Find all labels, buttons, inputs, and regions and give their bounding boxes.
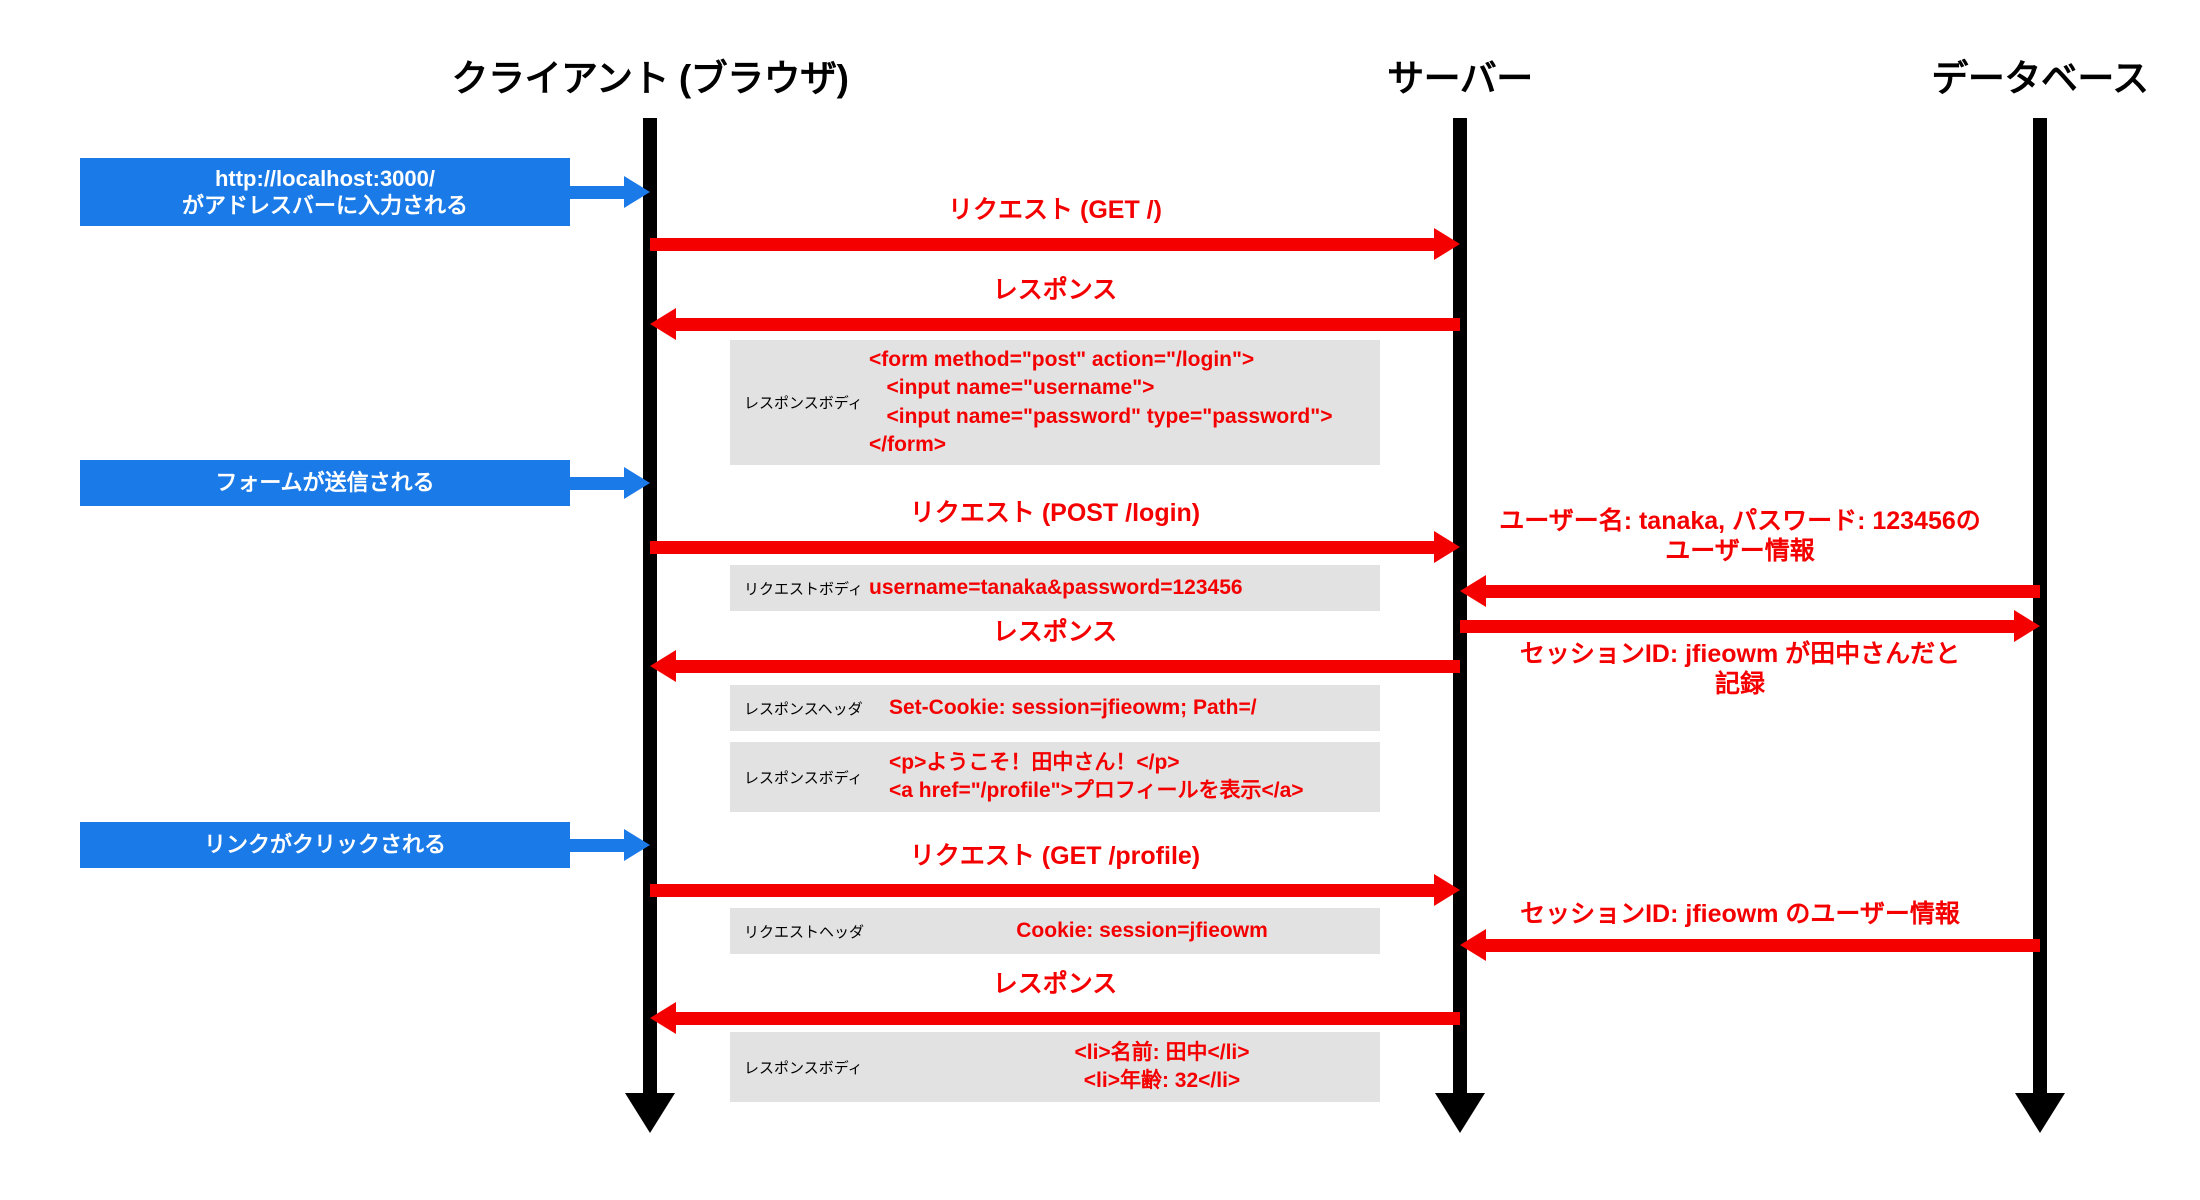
message-shaft <box>650 884 1436 897</box>
message-label-response-profile: レスポンス <box>992 970 1118 998</box>
note-body: username=tanaka&password=123456 <box>869 575 1243 599</box>
message-request-get-root <box>650 228 1460 260</box>
lifeline-database <box>2033 118 2047 1093</box>
message-db-store-session <box>1460 610 2040 642</box>
message-shaft <box>674 318 1460 331</box>
note-body: <li>名前: 田中</li> <li>年齢: 32</li> <box>1074 1040 1250 1092</box>
arrowhead-icon <box>650 308 676 340</box>
action-arrow-form-submitted <box>570 467 650 499</box>
message-label-response-root: レスポンス <box>992 276 1118 304</box>
note-title: リクエストボディ <box>744 580 863 598</box>
message-shaft <box>1460 620 2016 633</box>
note-response-header-setcookie: レスポンスヘッダ Set-Cookie: session=jfieowm; Pat… <box>730 685 1380 731</box>
message-db-query-user <box>1460 575 2040 607</box>
note-response-body-form: レスポンスボディ <form method="post" action="/log… <box>730 340 1380 465</box>
note-response-body-profile: レスポンスボディ <li>名前: 田中</li> <li>年齢: 32</li> <box>730 1032 1380 1102</box>
message-shaft <box>650 541 1436 554</box>
message-label-request-get-root: リクエスト (GET /) <box>948 196 1162 224</box>
action-arrow-address-bar-entry <box>570 176 650 208</box>
action-box-label: リンクがクリックされる <box>203 832 446 858</box>
message-label-request-post-login: リクエスト (POST /login) <box>909 499 1201 527</box>
message-label-db-store-session: セッションID: jfieowm が田中さんだと記録 <box>1519 640 1961 698</box>
arrowhead-icon <box>2014 610 2040 642</box>
action-box-label: http://localhost:3000/ がアドレスバーに入力される <box>181 165 468 219</box>
note-title: レスポンスボディ <box>744 395 863 412</box>
note-request-header-cookie: リクエストヘッダ Cookie: session=jfieowm <box>730 908 1380 954</box>
note-title: リクエストヘッダ <box>744 923 865 941</box>
arrowhead-icon <box>1434 531 1460 563</box>
note-title: レスポンスヘッダ <box>744 700 863 718</box>
message-shaft <box>1484 585 2040 598</box>
action-arrow-shaft <box>570 186 626 199</box>
actor-label-database: データベース <box>1931 58 2149 99</box>
message-label-db-session-lookup: セッションID: jfieowm のユーザー情報 <box>1520 900 1960 928</box>
arrowhead-icon <box>1434 228 1460 260</box>
lifeline-arrowhead-client <box>625 1093 675 1133</box>
message-response-login <box>650 650 1460 682</box>
actor-label-server: サーバー <box>1387 58 1533 99</box>
lifeline-arrowhead-database <box>2015 1093 2065 1133</box>
message-request-get-profile <box>650 874 1460 906</box>
message-response-root <box>650 308 1460 340</box>
note-title: レスポンスボディ <box>744 1059 863 1077</box>
note-body: Cookie: session=jfieowm <box>1016 918 1268 942</box>
arrowhead-icon <box>624 467 650 499</box>
action-box-address-bar-entry[interactable]: http://localhost:3000/ がアドレスバーに入力される <box>80 158 570 226</box>
action-arrow-link-clicked <box>570 829 650 861</box>
arrowhead-icon <box>1460 929 1486 961</box>
message-label-request-get-profile: リクエスト (GET /profile) <box>909 842 1201 870</box>
arrowhead-icon <box>624 176 650 208</box>
arrowhead-icon <box>624 829 650 861</box>
lifeline-client <box>643 118 657 1093</box>
message-shaft <box>674 1012 1460 1025</box>
arrowhead-icon <box>1434 874 1460 906</box>
action-box-link-clicked[interactable]: リンクがクリックされる <box>80 822 570 868</box>
message-db-session-lookup <box>1460 929 2040 961</box>
action-box-form-submitted[interactable]: フォームが送信される <box>80 460 570 506</box>
message-shaft <box>1484 939 2040 952</box>
actor-label-client: クライアント (ブラウザ) <box>451 58 849 99</box>
note-request-body-login: リクエストボディ username=tanaka&password=123456 <box>730 565 1380 611</box>
note-body: <form method="post" action="/login"> <in… <box>869 347 1333 456</box>
message-response-profile <box>650 1002 1460 1034</box>
message-label-db-query-user: ユーザー名: tanaka, パスワード: 123456の ユーザー情報 <box>1499 507 1981 565</box>
note-title: レスポンスボディ <box>744 769 863 787</box>
lifeline-arrowhead-server <box>1435 1093 1485 1133</box>
action-arrow-shaft <box>570 839 626 852</box>
action-arrow-shaft <box>570 477 626 490</box>
arrowhead-icon <box>1460 575 1486 607</box>
arrowhead-icon <box>650 650 676 682</box>
note-response-body-welcome: レスポンスボディ <p>ようこそ！田中さん！</p> <a href="/prof… <box>730 742 1380 812</box>
arrowhead-icon <box>650 1002 676 1034</box>
message-shaft <box>650 238 1436 251</box>
note-body: Set-Cookie: session=jfieowm; Path=/ <box>889 695 1257 719</box>
message-request-post-login <box>650 531 1460 563</box>
note-body: <p>ようこそ！田中さん！</p> <a href="/profile">プロフ… <box>889 750 1304 802</box>
message-label-response-login: レスポンス <box>992 618 1118 646</box>
message-shaft <box>674 660 1460 673</box>
action-box-label: フォームが送信される <box>215 470 435 496</box>
